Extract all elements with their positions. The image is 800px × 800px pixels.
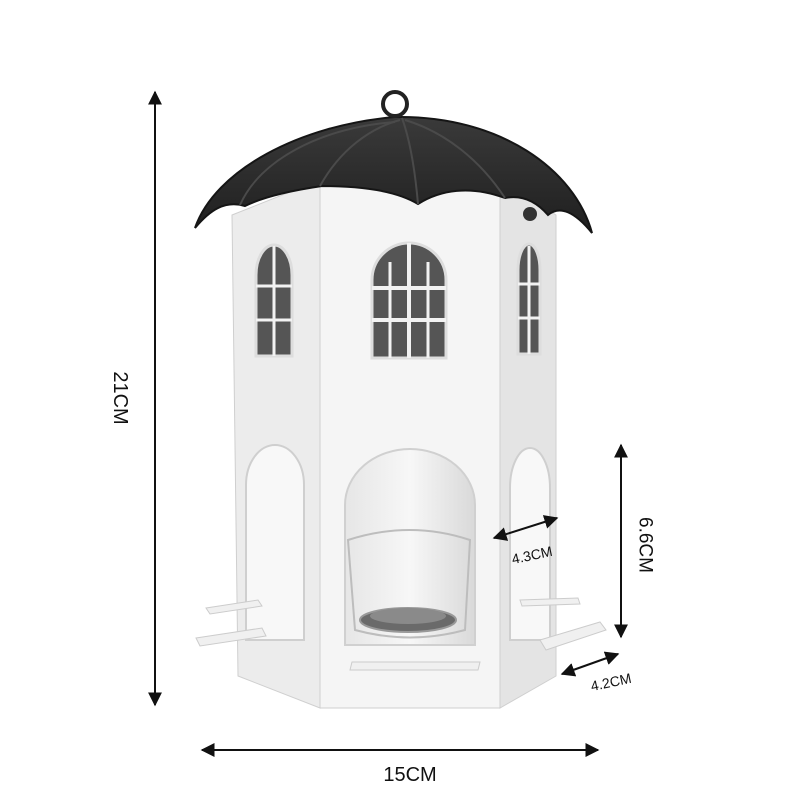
roof <box>194 90 593 234</box>
roof-rib-mid <box>401 117 419 205</box>
opening-width-arrow <box>492 515 559 541</box>
left-window <box>254 243 294 358</box>
roof-knob <box>523 207 537 221</box>
roof-rib-left <box>239 121 396 206</box>
right-window <box>516 242 542 356</box>
perches <box>195 597 607 671</box>
seed-tray-inner <box>370 608 446 624</box>
right-perch-upper <box>519 597 581 607</box>
left-perch-upper <box>205 599 263 615</box>
hanging-ring <box>381 90 409 118</box>
width-label: 15CM <box>383 764 437 786</box>
height-label: 21CM <box>109 371 131 425</box>
front-perch <box>349 661 481 671</box>
right-perch <box>539 621 607 651</box>
seed-container <box>346 529 472 639</box>
left-opening <box>245 444 305 641</box>
roof-rib-mid-left <box>319 119 401 187</box>
dimension-lines <box>148 90 628 757</box>
feeding-openings <box>245 444 551 646</box>
perch-arrow <box>560 651 620 677</box>
upper-windows <box>254 241 542 360</box>
left-perch <box>195 627 267 647</box>
front-opening <box>344 448 476 646</box>
opening-height-label: 6.6CM <box>634 517 656 573</box>
roof-rib-right <box>404 119 506 199</box>
front-window <box>370 241 448 360</box>
right-opening <box>509 447 551 641</box>
